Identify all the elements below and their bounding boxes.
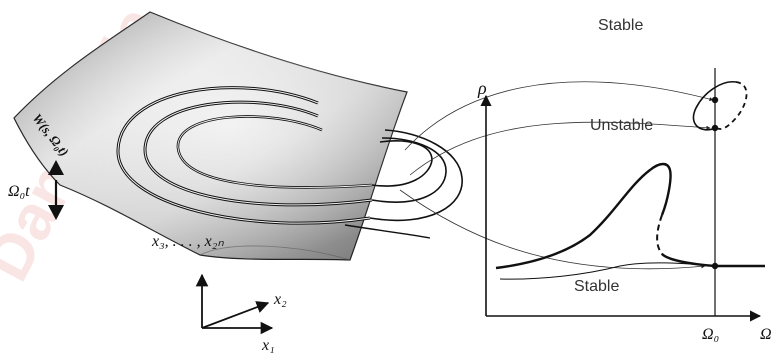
coordinate-axes: x₃, . . . , x₂ₙ x₂ x₁ bbox=[151, 233, 287, 354]
mapping-arrow-stable-top bbox=[404, 81, 714, 151]
coord-x2-label: x₂ bbox=[273, 291, 287, 308]
point-unstable bbox=[711, 124, 719, 132]
time-shift-head-up bbox=[48, 160, 64, 175]
y-axis-label: ρ bbox=[477, 78, 487, 98]
orbit-tail-bottom bbox=[344, 224, 431, 239]
projection-orbits bbox=[344, 129, 463, 239]
surface-orbit-inner-gap bbox=[177, 116, 373, 188]
orbit-loop-right bbox=[371, 140, 433, 187]
surface-fold-shadow bbox=[199, 245, 351, 261]
label-stable-bottom: Stable bbox=[574, 278, 619, 295]
mapping-arrow-stable-bottom bbox=[399, 189, 706, 270]
mapping-arrow-unstable bbox=[409, 121, 711, 176]
solution-loop-solid bbox=[692, 81, 737, 131]
surface-highlight bbox=[14, 12, 407, 260]
invariant-surface: W(s, Ω₀t) bbox=[13, 11, 408, 261]
mapping-arrows bbox=[399, 81, 714, 270]
label-unstable: Unstable bbox=[590, 117, 653, 134]
point-stable-bottom bbox=[711, 262, 719, 270]
response-stable-lower bbox=[495, 162, 672, 270]
solution-loop-dashed bbox=[715, 81, 748, 130]
x-axis-label: Ω bbox=[760, 326, 771, 343]
surface-orbit-middle-gap bbox=[144, 101, 373, 206]
coords-upper-label: x₃, . . . , x₂ₙ bbox=[151, 233, 224, 250]
orbit-loop-right-2 bbox=[371, 137, 447, 203]
time-shift-arrow: Ω₀t bbox=[8, 160, 64, 220]
coord-x1-label: x₁ bbox=[261, 337, 275, 354]
response-secondary-curve bbox=[499, 262, 716, 280]
response-graph: ρ Ω₀ Ω Stable Unstable Stable bbox=[477, 17, 771, 343]
axis-x2 bbox=[201, 301, 270, 329]
label-stable-top: Stable bbox=[598, 17, 643, 34]
time-shift-head-down bbox=[48, 205, 64, 220]
x-tick-omega0: Ω₀ bbox=[702, 326, 719, 343]
response-unstable-branch bbox=[656, 214, 663, 255]
time-shift-label: Ω₀t bbox=[8, 183, 30, 200]
point-stable-top bbox=[711, 96, 719, 104]
surface-orbit-outer-gap bbox=[117, 87, 371, 224]
